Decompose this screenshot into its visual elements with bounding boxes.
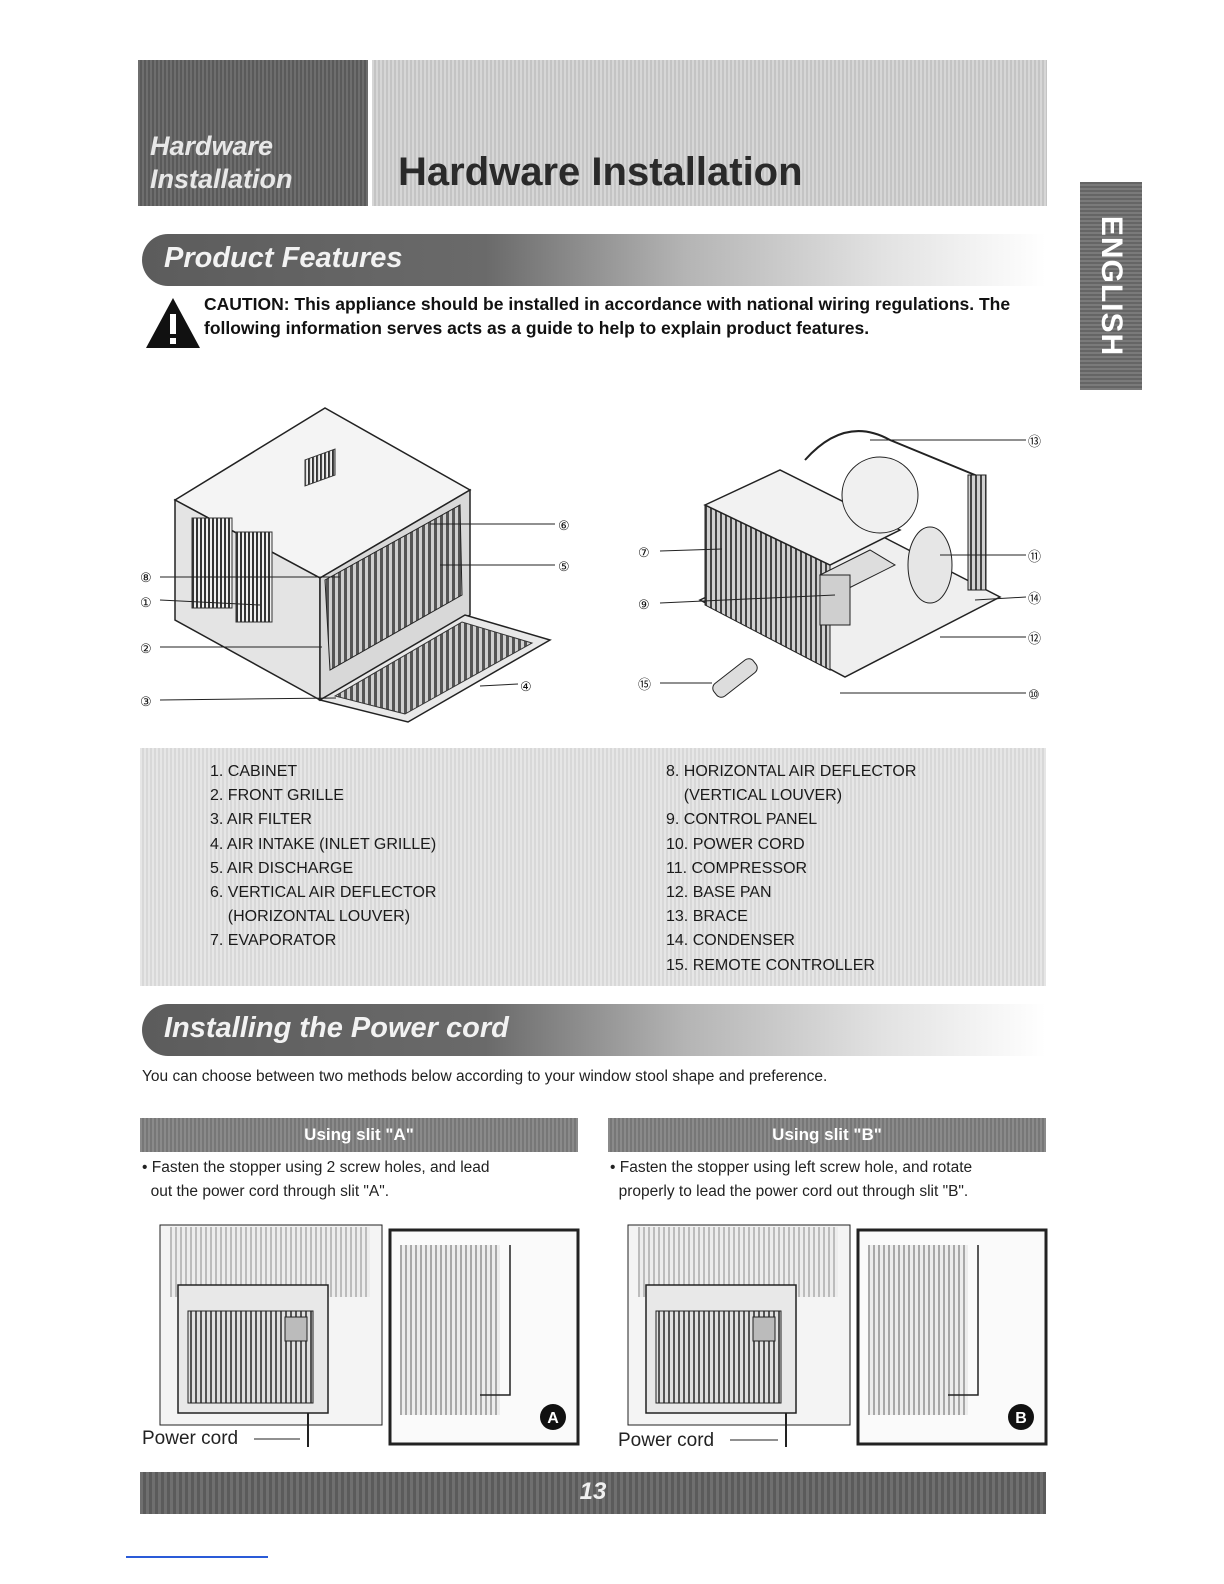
badge-b-circle: [1008, 1404, 1034, 1430]
callout-4: ④: [520, 679, 532, 694]
caution-text: CAUTION: This appliance should be instal…: [204, 294, 1011, 338]
badge-b: B: [1015, 1410, 1027, 1427]
warning-icon: [146, 298, 200, 348]
page-number: 13: [579, 1478, 607, 1505]
list-item: 15. REMOTE CONTROLLER: [666, 956, 875, 974]
section-label-line2: Installation: [150, 164, 293, 194]
power-cord-heading: Installing the Power cord: [164, 1012, 509, 1044]
list-item: 3. AIR FILTER: [210, 811, 312, 829]
unit-interior-diagram: ⑦ ⑨ ⑮ ⑬ ⑪ ⑭ ⑫ ⑩: [638, 430, 1041, 702]
slit-a-line2: out the power cord through slit "A".: [142, 1183, 390, 1200]
list-item: 6. VERTICAL AIR DEFLECTOR: [210, 884, 437, 902]
language-tab[interactable]: ENGLISH: [1080, 182, 1142, 390]
list-item: 4. AIR INTAKE (INLET GRILLE): [210, 835, 437, 853]
list-item: 2. FRONT GRILLE: [210, 787, 344, 805]
parts-list-box: 1. CABINET 2. FRONT GRILLE 3. AIR FILTER…: [140, 748, 1046, 986]
slit-b-illustration: B: [627, 1224, 1048, 1447]
list-item: 5. AIR DISCHARGE: [210, 859, 354, 877]
slit-b-instructions: • Fasten the stopper using left screw ho…: [610, 1156, 1050, 1204]
unit-front-diagram: ⑧ ① ② ③ ⑥ ⑤ ④: [140, 407, 570, 723]
list-item: (VERTICAL LOUVER): [666, 787, 843, 805]
callout-8: ⑧: [140, 570, 152, 585]
power-cord-label-b: Power cord: [618, 1430, 715, 1451]
product-features-bar: Product Features: [142, 234, 1046, 286]
callout-3: ③: [140, 694, 152, 709]
callout-2: ②: [140, 641, 152, 656]
badge-a: A: [547, 1410, 559, 1427]
slit-b-header: Using slit "B": [608, 1118, 1046, 1152]
list-item: 9. CONTROL PANEL: [666, 811, 818, 829]
parts-list-left: 1. CABINET 2. FRONT GRILLE 3. AIR FILTER…: [210, 760, 436, 954]
product-features-heading: Product Features: [164, 242, 403, 274]
list-item: 13. BRACE: [666, 908, 748, 926]
callout-1: ①: [140, 595, 152, 610]
list-item: 8. HORIZONTAL AIR DEFLECTOR: [666, 763, 917, 780]
section-label-box: Hardware Installation: [138, 60, 368, 206]
list-item: (HORIZONTAL LOUVER): [210, 908, 411, 926]
list-item: 11. COMPRESSOR: [666, 859, 808, 877]
section-label-line1: Hardware: [150, 131, 274, 161]
list-item: 12. BASE PAN: [666, 884, 772, 902]
footer-bar: 13: [140, 1472, 1046, 1514]
callout-15: ⑮: [638, 677, 651, 692]
callout-9: ⑨: [638, 597, 650, 612]
list-item: 1. CABINET: [210, 763, 298, 780]
callout-5: ⑤: [558, 559, 570, 574]
slit-a-instructions: • Fasten the stopper using 2 screw holes…: [142, 1156, 582, 1204]
slit-b-line1: • Fasten the stopper using left screw ho…: [610, 1159, 973, 1176]
callout-10: ⑩: [1028, 687, 1040, 702]
power-cord-label-a: Power cord: [142, 1428, 239, 1449]
list-item: 14. CONDENSER: [666, 932, 795, 950]
slit-a-line1: • Fasten the stopper using 2 screw holes…: [142, 1159, 490, 1176]
badge-a-circle: [540, 1404, 566, 1430]
language-label: ENGLISH: [1095, 215, 1128, 357]
callout-14: ⑭: [1028, 591, 1041, 606]
list-item: 10. POWER CORD: [666, 835, 805, 853]
title-banner: [372, 60, 1047, 206]
callout-13: ⑬: [1028, 434, 1041, 449]
callout-7: ⑦: [638, 545, 650, 560]
callout-6: ⑥: [558, 518, 570, 533]
slit-a-illustration: A: [159, 1224, 580, 1447]
slit-b-line2: properly to lead the power cord out thro…: [610, 1183, 969, 1200]
callout-11: ⑪: [1028, 549, 1041, 564]
bottom-rule: [126, 1556, 268, 1558]
parts-list-right: 8. HORIZONTAL AIR DEFLECTOR (VERTICAL LO…: [666, 760, 916, 978]
power-cord-bar: Installing the Power cord: [142, 1004, 1046, 1056]
power-cord-intro: You can choose between two methods below…: [142, 1068, 828, 1085]
list-item: 7. EVAPORATOR: [210, 932, 337, 950]
slit-a-header: Using slit "A": [140, 1118, 578, 1152]
page-title: Hardware Installation: [398, 150, 803, 194]
callout-12: ⑫: [1028, 631, 1041, 646]
